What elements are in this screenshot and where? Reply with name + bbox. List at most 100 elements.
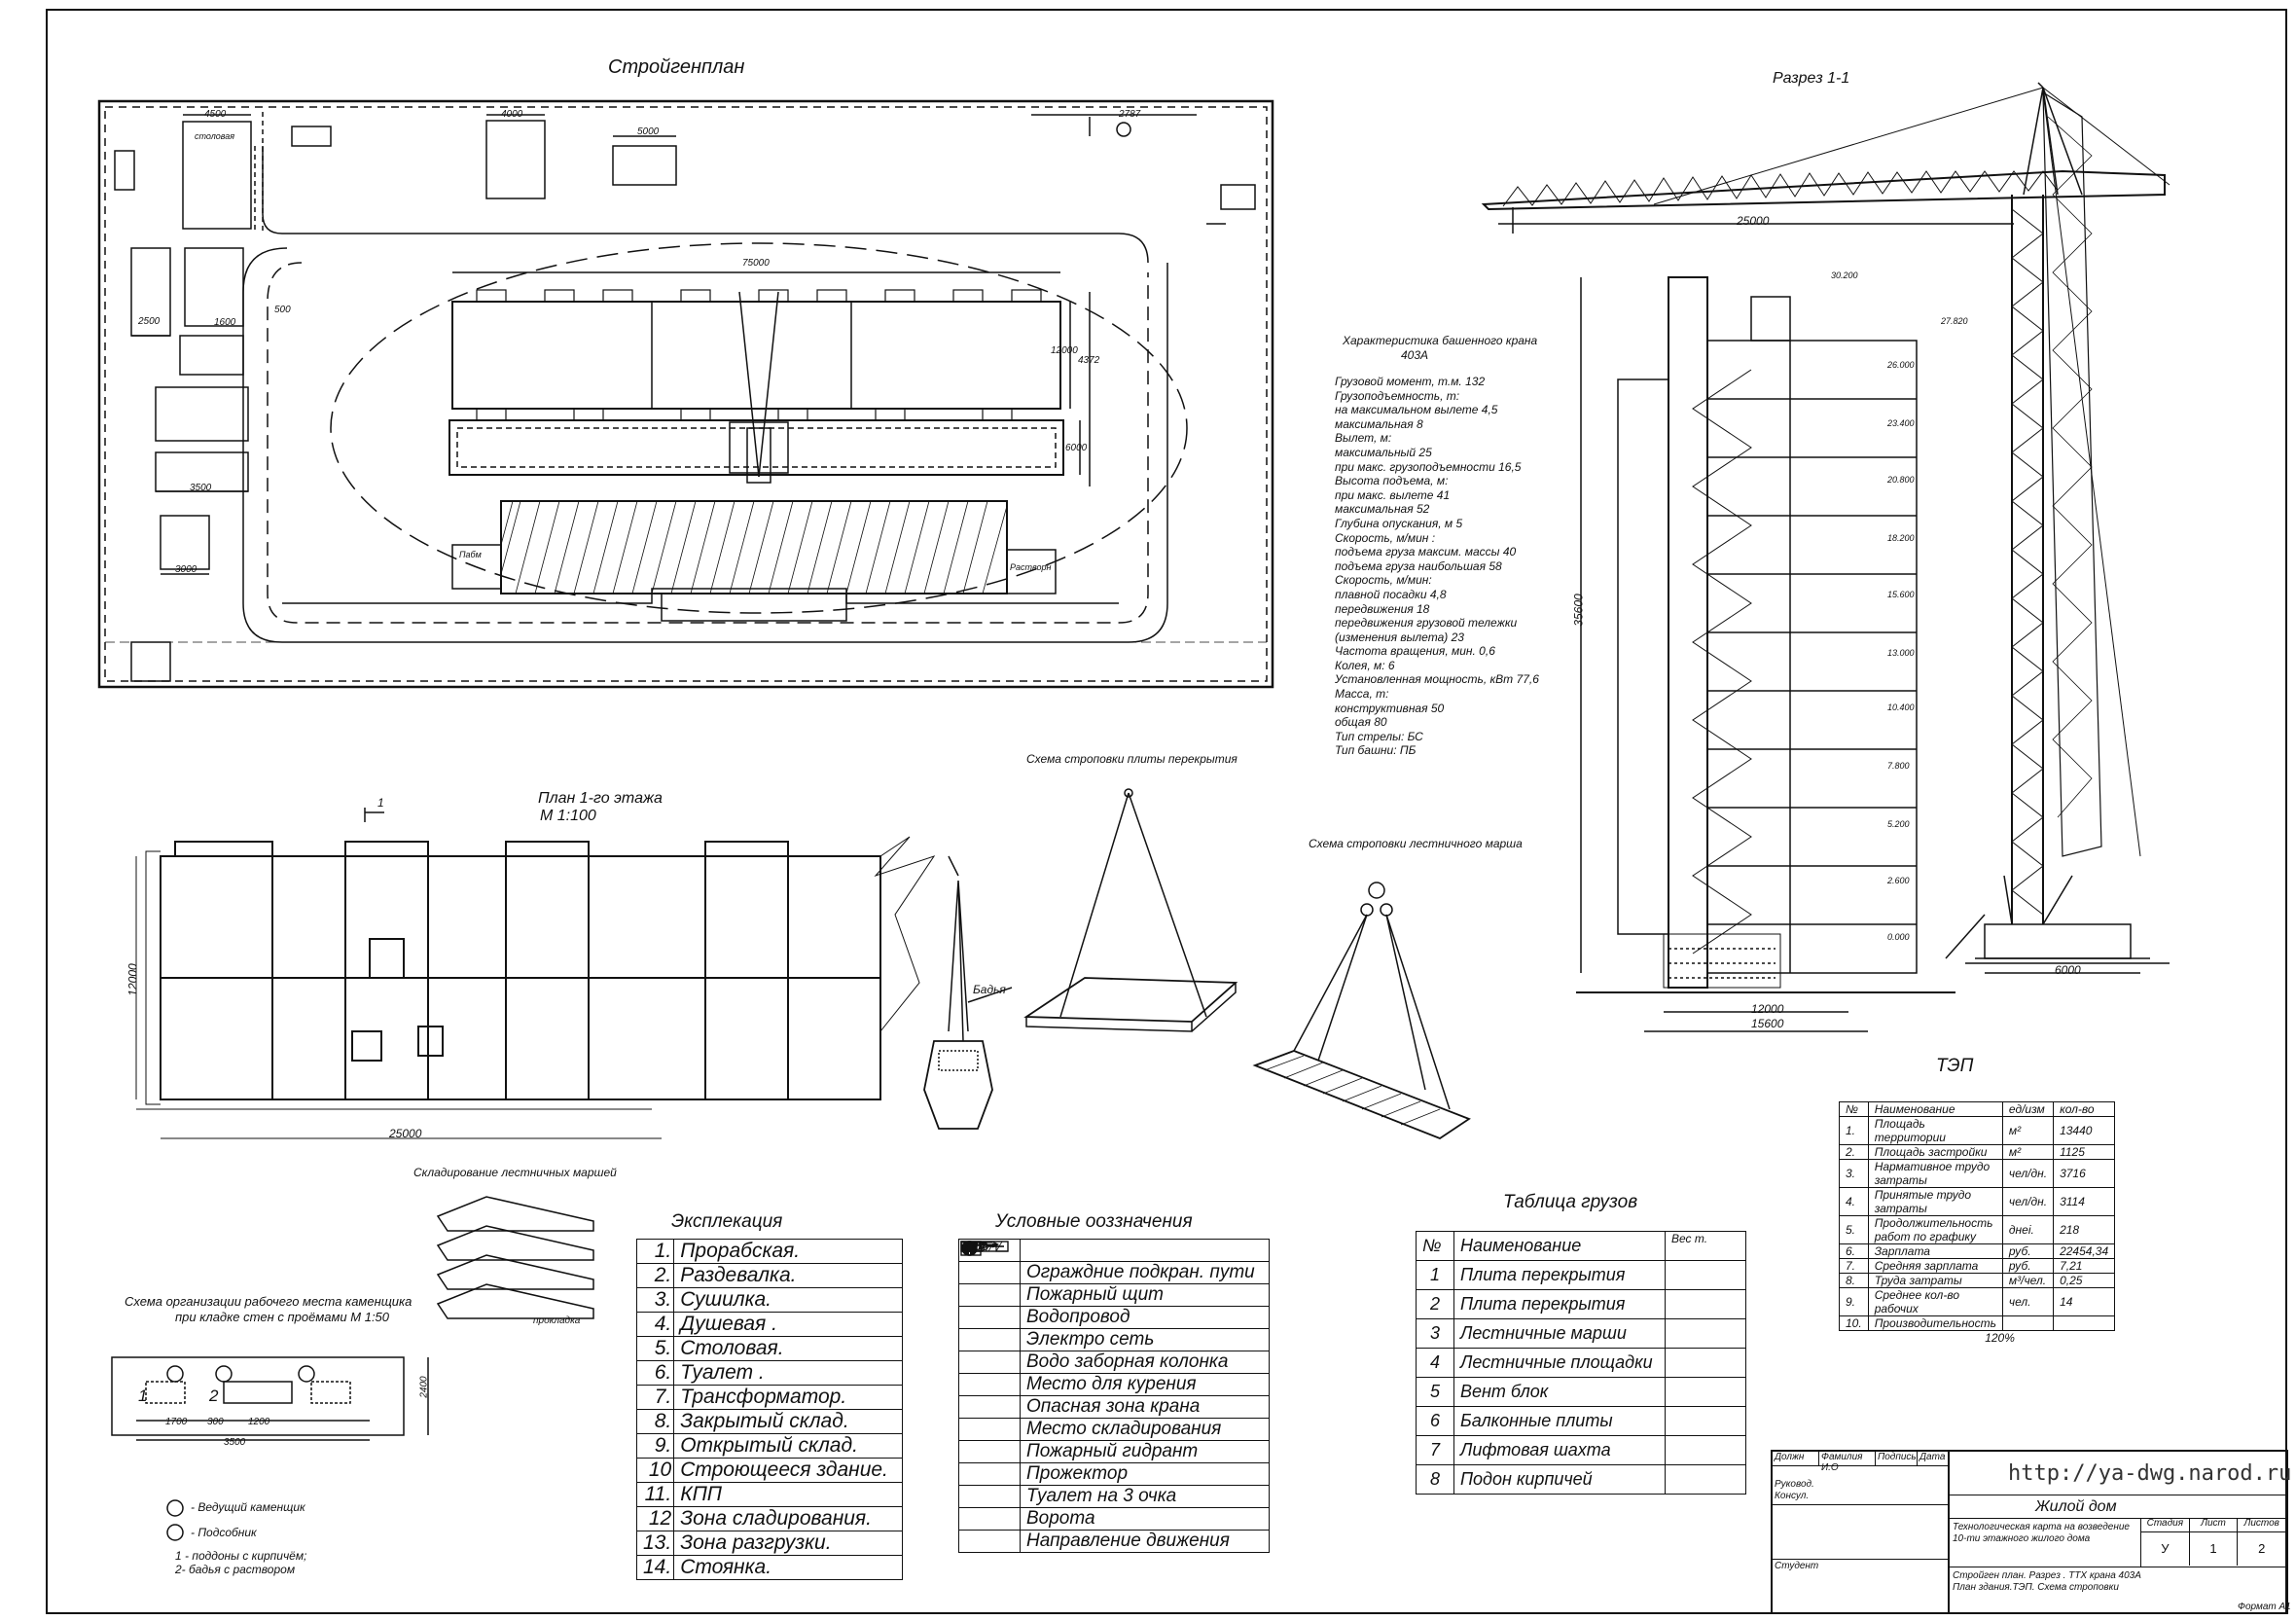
stamp-sheet: 1 — [2190, 1532, 2239, 1566]
tep-header: ед/изм — [2001, 1101, 2055, 1117]
row-label: Открытый склад. — [673, 1433, 903, 1459]
crane-spec-line: максимальный 25 — [1335, 445, 1432, 459]
crane-spec-line: Скорость, м/мин: — [1335, 573, 1432, 588]
tep-value: 14 — [2053, 1287, 2116, 1316]
level-mark: 27.820 — [1941, 316, 1968, 326]
load-number: 5 — [1416, 1377, 1454, 1407]
tep-value: 7,21 — [2053, 1258, 2116, 1274]
load-name: Плита перекрытия — [1453, 1289, 1666, 1319]
site-plan-title: Стройгенплан — [608, 56, 745, 78]
stamp-sheets-header: Листов — [2243, 1518, 2279, 1529]
legend-row: Пожарный гидрант — [958, 1240, 1270, 1463]
load-name: Плита перекрытия — [1453, 1260, 1666, 1290]
crane-spec-line: Масса, т: — [1335, 687, 1389, 702]
tep-header: кол-во — [2053, 1101, 2116, 1117]
level-mark: 15.600 — [1887, 590, 1915, 599]
legend-title: Условные ооззначения — [995, 1211, 1193, 1232]
crane-spec-line: Колея, м: 6 — [1335, 658, 1395, 672]
stamp-sheet-header: Лист — [2190, 1518, 2239, 1531]
gate-icon — [958, 1242, 1021, 1531]
legend-label: Прожектор — [1020, 1462, 1270, 1486]
tep-name: Труда затраты — [1867, 1273, 2003, 1288]
stamp-content: План здания.ТЭП. Схема строповки — [1953, 1582, 2119, 1593]
stamp-project: Жилой дом — [2035, 1498, 2117, 1515]
load-name: Лифтовая шахта — [1453, 1435, 1666, 1465]
row-number: 5. — [635, 1336, 675, 1361]
legend-label: Водо заборная колонка — [1020, 1351, 1270, 1374]
load-name: Вент блок — [1453, 1377, 1666, 1407]
explication-row: 9.Открытый склад. — [635, 1433, 903, 1459]
tep-title: ТЭП — [1936, 1056, 1974, 1076]
dim-label: 12000 — [1751, 1002, 1784, 1016]
explication-row: 1.Прорабская. — [635, 1239, 903, 1264]
power-line-icon: V — [958, 1241, 1021, 1351]
load-weight — [1665, 1260, 1746, 1290]
tep-name: Нармативное трудо затраты — [1867, 1159, 2003, 1188]
stamp-sheets: 2 — [2258, 1541, 2266, 1556]
legend-row: Место для курения — [958, 1240, 1270, 1396]
legend-label: Ворота — [1020, 1507, 1270, 1531]
crane-spec-line: на максимальном вылете 4,5 — [1335, 403, 1498, 417]
legend-label: Ограждние подкран. пути — [1020, 1261, 1270, 1284]
tep-productivity: 120% — [1985, 1331, 2015, 1345]
dim-label: 1200 — [248, 1417, 270, 1427]
dim-label: 3000 — [175, 564, 197, 575]
row-number: 2. — [635, 1263, 675, 1288]
level-mark: 0.000 — [1887, 932, 1910, 942]
slab-rigging-graphic — [1023, 788, 1238, 1032]
dim-label: 4372 — [1078, 355, 1100, 366]
crane-spec-line: конструктивная 50 — [1335, 701, 1445, 715]
tep-header: № — [1839, 1101, 1869, 1117]
loads-header: Вес т. — [1665, 1231, 1746, 1261]
tep-value — [2053, 1315, 2116, 1331]
stamp-desc: 10-ти этажного жилого дома — [1953, 1533, 2091, 1544]
stamp-content: Стройген план. Разрез . ТТХ крана 403А — [1953, 1570, 2141, 1581]
toilet-icon — [958, 1240, 1021, 1508]
tep-unit: днеi. — [2001, 1215, 2055, 1244]
title-block: Должн Фамилия И.О Подпись Дата Руковод. … — [1771, 1450, 2291, 1614]
dim-label: 12000 — [126, 963, 140, 996]
row-label: Прорабская. — [673, 1239, 903, 1264]
legend-row: Пожарный щит — [958, 1242, 1270, 1307]
water-pipe-icon: B — [958, 1241, 1021, 1329]
dim-label: 15600 — [1751, 1017, 1784, 1030]
mason-marker: 2 — [209, 1387, 219, 1405]
dim-label: 3500 — [190, 483, 212, 493]
explication-row: 6.Туалет . — [635, 1360, 903, 1386]
level-mark: 2.600 — [1887, 876, 1910, 885]
dim-label: 2787 — [1119, 109, 1141, 120]
smoking-place-icon — [958, 1240, 1021, 1396]
load-number: 4 — [1416, 1348, 1454, 1378]
tep-value: 0,25 — [2053, 1273, 2116, 1288]
crane-spec-line: (изменения вылета) 23 — [1335, 630, 1464, 644]
tep-unit: чел/дн. — [2001, 1159, 2055, 1188]
row-number: 14. — [635, 1555, 675, 1580]
stair-rigging-graphic — [1252, 882, 1471, 1140]
crane-spec-line: Установленная мощность, кВт 77,6 — [1335, 672, 1539, 687]
row-number: 3. — [635, 1287, 675, 1313]
tep-name: Среднее кол-во рабочих — [1867, 1287, 2003, 1316]
load-number: 1 — [1416, 1260, 1454, 1290]
crane-spec-line: Глубина опускания, м 5 — [1335, 516, 1463, 530]
tep-name: Зарплата — [1867, 1243, 2003, 1259]
load-weight — [1665, 1289, 1746, 1319]
legend-label: Место для курения — [1020, 1373, 1270, 1396]
dim-label: 3500 — [224, 1437, 246, 1448]
explication-title: Эксплекация — [671, 1211, 783, 1232]
row-label: Душевая . — [673, 1312, 903, 1337]
stamp-col: Подпись — [1876, 1452, 1918, 1465]
crane-spec-line: Тип башни: ПБ — [1335, 743, 1417, 758]
legend-row: Ограждние подкран. пути — [958, 1241, 1270, 1284]
area-label: Пабм — [459, 550, 482, 559]
level-mark: 13.000 — [1887, 648, 1915, 658]
fire-hydrant-icon — [958, 1240, 1021, 1463]
row-number: 11. — [635, 1482, 675, 1507]
